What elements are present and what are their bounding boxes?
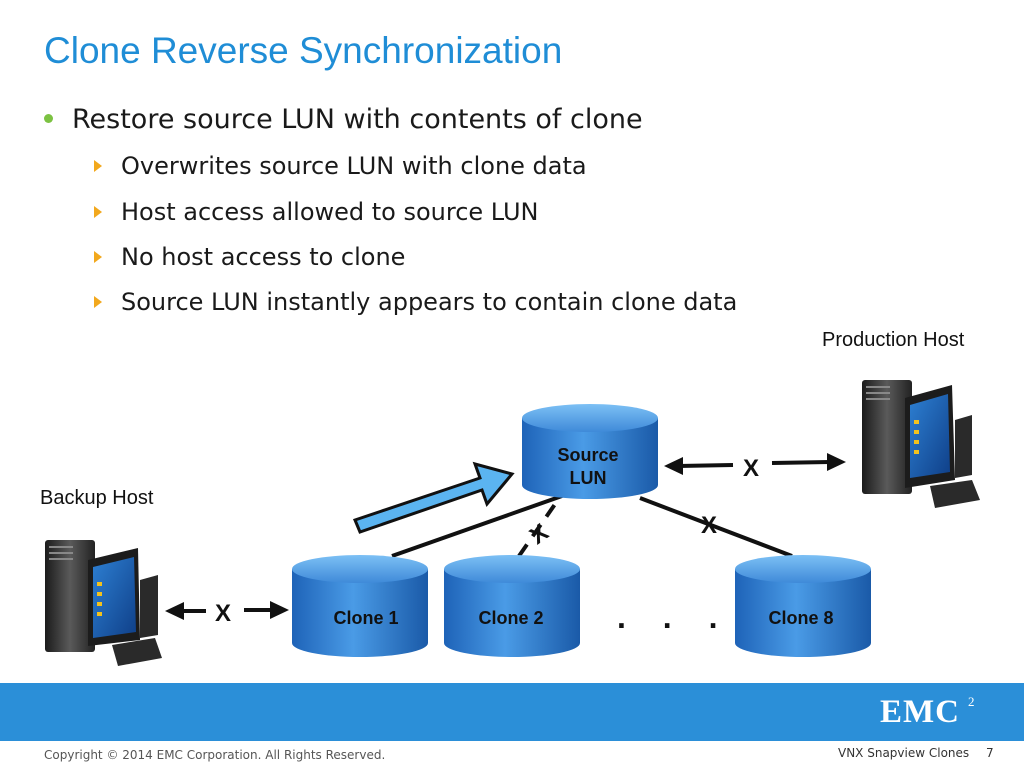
source-lun-label-line1: Source	[557, 445, 618, 465]
clones-ellipsis: . . .	[617, 599, 731, 635]
clone-8-cylinder: Clone 8	[735, 555, 871, 657]
clone-1-cylinder: Clone 1	[292, 555, 428, 657]
triangle-right-icon	[94, 296, 102, 308]
backup-host-label: Backup Host	[40, 487, 154, 509]
sub-bullet-text: Source LUN instantly appears to contain …	[121, 288, 738, 316]
backup-host-access-blocked: X	[165, 600, 289, 627]
sub-bullet-text: No host access to clone	[121, 243, 406, 271]
sub-bullet-text: Overwrites source LUN with clone data	[121, 152, 587, 180]
clone-2-cylinder: Clone 2	[444, 555, 580, 657]
triangle-right-icon	[94, 160, 102, 172]
arrowhead-left-icon	[165, 602, 184, 620]
arrowhead-right-icon	[827, 453, 846, 471]
arrowhead-left-icon	[664, 457, 683, 475]
footer-band	[0, 683, 1024, 741]
deck-title: VNX Snapview Clones	[838, 746, 970, 760]
production-host-server-icon	[862, 380, 980, 508]
slide-title: Clone Reverse Synchronization	[44, 30, 563, 71]
production-blocked-marker: X	[743, 455, 759, 482]
topology-diagram: X X Source LUN Clone 1 Clone 2 Clone 8 .…	[45, 380, 980, 666]
clone1-to-source-line	[391, 494, 563, 558]
sub-bullet-text: Host access allowed to source LUN	[121, 198, 539, 226]
copyright-text: Copyright © 2014 EMC Corporation. All Ri…	[44, 748, 386, 762]
clone-1-label: Clone 1	[333, 608, 398, 628]
emc-logo-superscript: 2	[968, 694, 975, 709]
connection-lines	[391, 494, 793, 558]
triangle-right-icon	[94, 206, 102, 218]
arrowhead-right-icon	[270, 601, 289, 619]
clone2-to-source-line	[517, 495, 562, 558]
triangle-right-icon	[94, 251, 102, 263]
page-number: 7	[986, 746, 994, 760]
backup-blocked-marker: X	[215, 600, 231, 627]
production-host-label: Production Host	[822, 329, 965, 351]
source-lun-cylinder: Source LUN	[522, 404, 658, 499]
bullet-text: Restore source LUN with contents of clon…	[72, 104, 643, 135]
bullet-dot-icon	[44, 114, 53, 123]
emc-logo: EMC	[880, 694, 960, 730]
source-lun-label-line2: LUN	[570, 468, 607, 488]
clone-2-label: Clone 2	[478, 608, 543, 628]
clone8-blocked-marker: X	[701, 512, 717, 539]
clone-8-label: Clone 8	[768, 608, 833, 628]
restore-arrow-icon	[352, 461, 515, 534]
clone2-blocked-marker: X	[525, 519, 554, 550]
backup-host-server-icon	[45, 540, 162, 666]
clone8-to-source-line	[639, 496, 793, 558]
production-host-access-blocked: X	[664, 453, 846, 482]
